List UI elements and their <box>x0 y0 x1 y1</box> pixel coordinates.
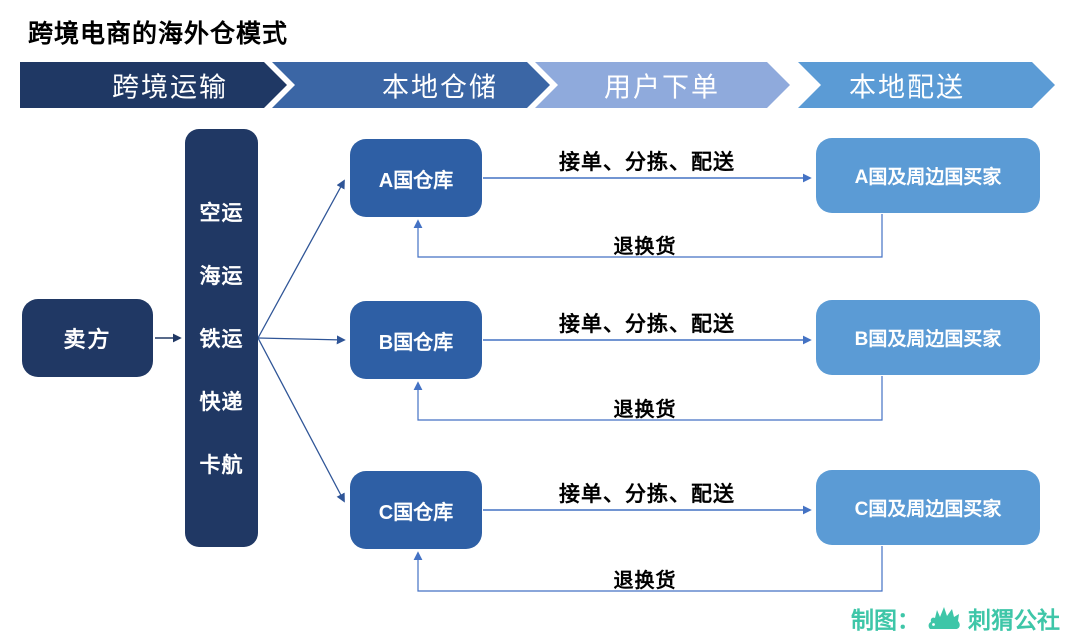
forward-label-a: 接单、分拣、配送 <box>559 151 735 174</box>
stage-user-order: 用户下单 <box>604 72 720 103</box>
mode-air: 空运 <box>199 202 244 225</box>
stage-local-delivery: 本地配送 <box>849 72 965 103</box>
warehouse-a-box: A国仓库 <box>350 139 482 217</box>
mode-truck-air: 卡航 <box>199 454 244 477</box>
stage-cross-border-transport: 跨境运输 <box>112 72 228 103</box>
credit-line: 制图： 刺猬公社 <box>851 601 1060 635</box>
return-label-c: 退换货 <box>613 570 677 592</box>
credit-name: 刺猬公社 <box>968 607 1060 633</box>
hedgehog-icon <box>927 605 961 631</box>
buyer-b-box: B国及周边国买家 <box>816 300 1040 375</box>
warehouse-b-box: B国仓库 <box>350 301 482 379</box>
chevron-banner-shapes <box>20 62 1055 108</box>
return-label-a: 退换货 <box>613 236 677 258</box>
warehouse-c-box: C国仓库 <box>350 471 482 549</box>
return-label-b: 退换货 <box>613 399 677 421</box>
forward-label-b: 接单、分拣、配送 <box>559 313 735 336</box>
mode-express: 快递 <box>199 391 244 414</box>
buyer-a-box: A国及周边国买家 <box>816 138 1040 213</box>
mode-sea: 海运 <box>199 265 244 288</box>
process-banner: 跨境运输 本地仓储 用户下单 本地配送 <box>20 62 1065 108</box>
page-title: 跨境电商的海外仓模式 <box>28 20 289 48</box>
forward-label-c: 接单、分拣、配送 <box>559 483 735 506</box>
transport-modes-box: 空运 海运 铁运 快递 卡航 <box>185 129 258 547</box>
seller-box: 卖方 <box>22 299 153 377</box>
credit-prefix: 制图： <box>851 607 920 633</box>
mode-rail: 铁运 <box>199 328 244 351</box>
buyer-c-box: C国及周边国买家 <box>816 470 1040 545</box>
stage-local-warehousing: 本地仓储 <box>382 72 498 103</box>
